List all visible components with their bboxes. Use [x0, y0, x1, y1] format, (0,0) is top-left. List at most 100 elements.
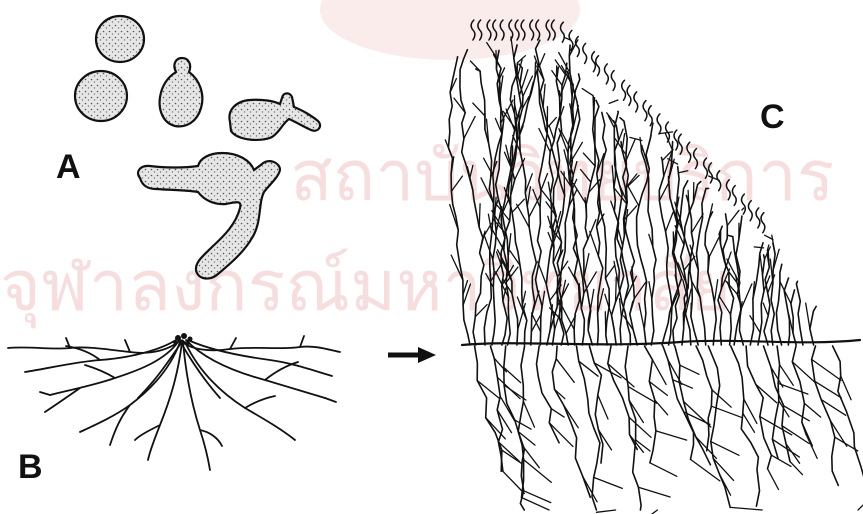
hypha — [625, 346, 641, 510]
hypha — [674, 130, 678, 150]
hypha — [583, 43, 587, 63]
hypha — [596, 56, 600, 76]
hypha — [464, 116, 475, 138]
panel-a-yeast-cells — [75, 16, 320, 279]
hypha — [546, 20, 550, 40]
hypha — [660, 132, 673, 134]
hypha — [761, 213, 765, 233]
hypha — [711, 442, 739, 456]
hypha — [806, 435, 817, 458]
hypha — [551, 20, 555, 40]
hypha — [552, 346, 590, 497]
hypha — [523, 402, 534, 428]
hypha — [673, 167, 680, 345]
hypha — [556, 359, 574, 383]
hypha — [742, 208, 744, 210]
yeast-cell-round — [75, 71, 127, 121]
hypha — [717, 171, 721, 191]
hypha — [680, 365, 699, 374]
hypha — [611, 71, 615, 91]
hypha — [599, 430, 612, 450]
hypha — [810, 306, 816, 345]
hypha — [592, 52, 596, 72]
hypha — [709, 238, 718, 257]
hypha — [477, 381, 499, 399]
hypha — [478, 20, 482, 40]
hypha — [748, 201, 752, 221]
arrow-right-icon — [388, 347, 436, 363]
hypha — [594, 477, 623, 488]
hypha — [784, 278, 789, 345]
hypha — [760, 254, 763, 275]
hypha — [451, 176, 462, 191]
hypha — [629, 417, 651, 437]
hypha — [471, 20, 475, 40]
panel-label-a: A — [56, 150, 81, 184]
hypha — [655, 400, 668, 415]
hypha — [704, 158, 708, 178]
hypha — [648, 106, 652, 126]
hypha — [806, 303, 810, 329]
hypha — [582, 89, 593, 96]
hypha — [512, 199, 524, 212]
yeast-cell-round — [96, 16, 144, 62]
hypha — [540, 54, 545, 66]
hypha — [596, 510, 615, 512]
hypha — [796, 281, 803, 345]
hypha — [663, 346, 694, 459]
hypha — [652, 360, 666, 385]
hypha — [476, 69, 494, 345]
hypha — [634, 92, 638, 112]
hypha — [493, 20, 497, 40]
hypha — [727, 210, 739, 225]
panel-c-mycelium — [445, 20, 863, 514]
hypha — [487, 20, 491, 40]
hypha — [551, 409, 564, 417]
hypha — [638, 487, 670, 497]
hypha — [500, 396, 514, 420]
hypha — [780, 365, 794, 386]
hypha — [567, 72, 584, 345]
hypha — [599, 112, 610, 345]
hypha — [527, 187, 530, 207]
hypha — [462, 340, 860, 345]
hypha — [642, 145, 656, 345]
hypha — [744, 399, 757, 423]
hypha — [784, 406, 810, 421]
hypha — [696, 346, 712, 451]
hypha — [719, 296, 731, 315]
hypha — [515, 20, 519, 40]
panel-b-mycelium — [8, 336, 340, 470]
hypha — [790, 462, 803, 475]
hypha — [583, 153, 595, 166]
hypha — [712, 390, 731, 407]
hypha — [764, 253, 770, 345]
hypha — [673, 380, 693, 389]
hypha — [628, 185, 639, 206]
hypha — [650, 463, 677, 477]
hypha — [581, 169, 591, 182]
hypha — [713, 458, 733, 480]
hypha — [763, 303, 768, 316]
hypha — [519, 112, 520, 134]
hypha — [622, 80, 626, 100]
hypha — [678, 134, 682, 154]
hypha — [549, 423, 573, 447]
hypha — [804, 403, 820, 417]
hypha — [521, 20, 525, 40]
hypha — [536, 20, 540, 40]
panel-label-c: C — [760, 100, 785, 134]
hypha — [656, 431, 687, 440]
hypha — [640, 510, 657, 514]
hypha — [590, 232, 599, 256]
hypha — [463, 284, 470, 305]
hypha — [694, 149, 698, 169]
hypha — [756, 384, 777, 402]
yeast-cell-budding — [160, 58, 203, 126]
hypha — [522, 445, 539, 468]
hypha — [448, 57, 470, 345]
colony-center — [173, 333, 193, 345]
hypha — [858, 502, 863, 510]
